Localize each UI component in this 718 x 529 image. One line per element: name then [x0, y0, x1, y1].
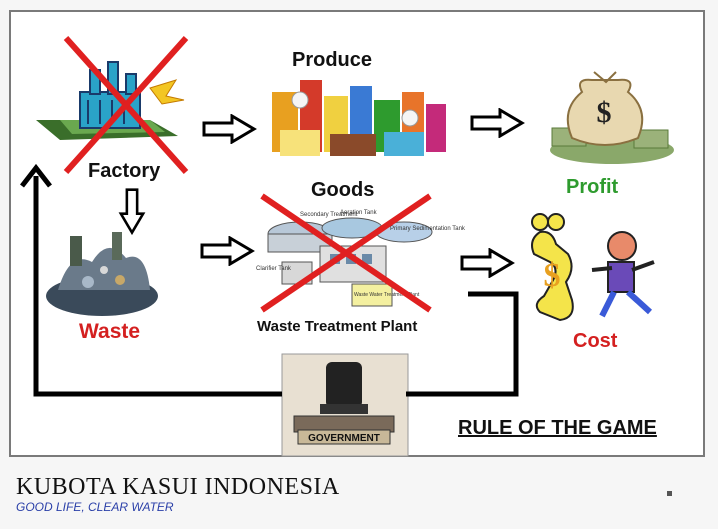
plant-tag-aeration: Aeration Tank	[340, 210, 378, 216]
cost-dollar-sign: $	[544, 257, 561, 294]
label-produce: Produce	[292, 49, 373, 71]
loop-line-stamp-to-factory	[33, 176, 282, 397]
label-waste: Waste	[79, 320, 141, 343]
loop-line-cost-to-stamp	[406, 291, 519, 397]
loop-arrowhead	[20, 163, 52, 188]
plant-tag-clarifier: Clarifier Tank	[256, 266, 292, 272]
label-rule-of-the-game: RULE OF THE GAME	[458, 417, 657, 439]
plant-tag-secondary: Secondary Treatment	[300, 212, 358, 218]
label-goods: Goods	[311, 179, 375, 201]
stamp-text: GOVERNMENT	[308, 433, 380, 444]
brand-name: KUBOTA KASUI INDONESIA	[16, 474, 340, 500]
plant-tag-sign: Waste Water Treatment Plant	[354, 292, 420, 298]
label-cost: Cost	[573, 330, 618, 352]
arrow-plant-to-cost	[460, 248, 514, 278]
scroll-indicator	[667, 491, 672, 496]
plant-tag-primary: Primary Sedimentation Tank	[390, 226, 466, 232]
label-factory: Factory	[88, 160, 161, 182]
arrow-factory-to-waste	[119, 188, 145, 235]
arrow-factory-to-goods	[202, 114, 256, 144]
money-bag-dollar-sign: $	[597, 96, 612, 129]
arrow-waste-to-plant	[200, 236, 254, 266]
label-profit: Profit	[566, 176, 619, 198]
arrow-goods-to-profit	[470, 108, 524, 138]
brand-tagline: GOOD LIFE, CLEAR WATER	[16, 500, 174, 514]
label-waste-treatment-plant: Waste Treatment Plant	[257, 318, 418, 335]
